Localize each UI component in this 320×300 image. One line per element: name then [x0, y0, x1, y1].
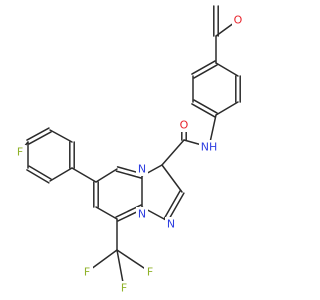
single-bond: [95, 168, 118, 183]
double-bond-line: [28, 165, 52, 180]
double-bond-line: [28, 131, 52, 145]
atom-label-f: F: [147, 266, 153, 279]
double-bond-line: [193, 99, 218, 114]
double-bond-line: [26, 127, 50, 141]
double-bond-line: [191, 60, 216, 75]
double-bond-line: [191, 103, 216, 118]
single-bond: [95, 206, 118, 220]
single-bond: [215, 62, 239, 77]
atom-carbonyl-oxygen-acetyl: O: [232, 13, 244, 27]
atom-label-nh: NH: [201, 141, 218, 154]
single-bond: [215, 101, 239, 116]
atom-label-o: O: [180, 119, 189, 132]
atom-aryl-fluorine: F: [14, 145, 26, 159]
atom-pyrimidine-n: N: [136, 162, 148, 176]
atom-label-f: F: [84, 266, 90, 279]
atom-label-n: N: [167, 218, 175, 231]
atom-cf3-fluorine-1: F: [81, 265, 93, 279]
double-bond-line: [163, 190, 181, 220]
molecule-structure: O O NH N N N F F: [14, 5, 244, 295]
atom-cf3-fluorine-2: F: [118, 281, 130, 295]
double-bond-line: [193, 64, 218, 79]
single-bond: [161, 139, 185, 166]
atom-label-o: O: [234, 14, 243, 27]
atom-carbonyl-oxygen-amide: O: [178, 118, 190, 132]
atom-pyrazole-n: N: [165, 217, 177, 231]
atom-label-n: N: [138, 208, 146, 221]
single-bond: [161, 164, 183, 193]
atom-label-f: F: [121, 282, 127, 295]
single-bond: [49, 129, 73, 143]
atom-label-layer: O O NH N N N F F: [14, 13, 244, 295]
double-bond-line: [167, 192, 185, 222]
double-bond-line: [115, 170, 143, 179]
atom-bridge-n: N: [136, 207, 148, 221]
single-bond: [49, 167, 73, 182]
single-bond: [71, 167, 97, 183]
atom-cf3-fluorine-3: F: [144, 265, 156, 279]
atom-amide-nh: NH: [199, 140, 219, 154]
atom-label-f: F: [17, 146, 23, 159]
atom-label-n: N: [138, 163, 146, 176]
double-bond-line: [26, 169, 50, 184]
